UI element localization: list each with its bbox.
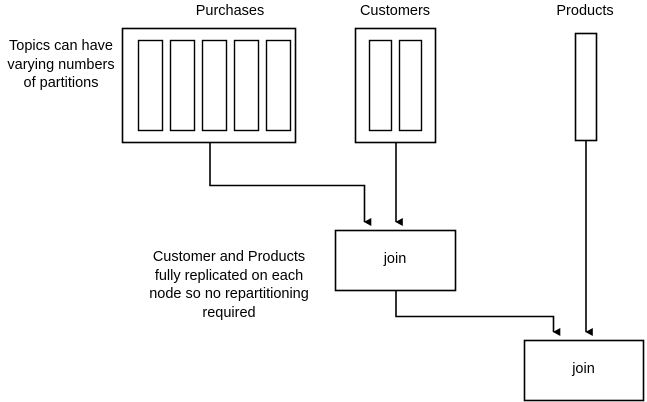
note-partitions: Topics can have varying numbers of parti… (0, 37, 122, 93)
note-line: fully replicated on each (154, 267, 304, 284)
note-line: Topics can have (9, 38, 113, 54)
edge-purchases-to-join1 (209, 143, 372, 227)
note-replication: Customer and Products fully replicated o… (126, 248, 332, 322)
note-line: node so no repartitioning (149, 286, 309, 302)
topic-box-products[interactable] (574, 32, 598, 142)
operator-box-join-1[interactable] (334, 229, 457, 292)
topic-box-purchases[interactable] (121, 27, 297, 144)
partition-rect (233, 39, 260, 132)
partition-rect (398, 39, 423, 132)
operator-label-join-2: join (572, 361, 595, 377)
edge-join1-to-join2 (395, 291, 561, 337)
topic-title-products: Products (556, 3, 614, 19)
partition-rect (265, 39, 292, 132)
operator-box-join-2[interactable] (523, 339, 645, 402)
note-line: varying numbers (7, 56, 115, 73)
topic-title-customers: Customers (359, 3, 431, 19)
topic-box-customers[interactable] (354, 27, 437, 144)
note-line: Customer and Products (152, 249, 306, 265)
partition-rect (137, 39, 164, 132)
note-line: of partitions (23, 75, 99, 91)
operator-label-join-1: join (383, 251, 407, 267)
note-line: required (202, 304, 256, 321)
partition-rect (574, 32, 598, 142)
partition-rect (169, 39, 196, 132)
partition-rect (201, 39, 228, 132)
topic-title-purchases: Purchases (195, 3, 265, 19)
partition-rect (368, 39, 393, 132)
